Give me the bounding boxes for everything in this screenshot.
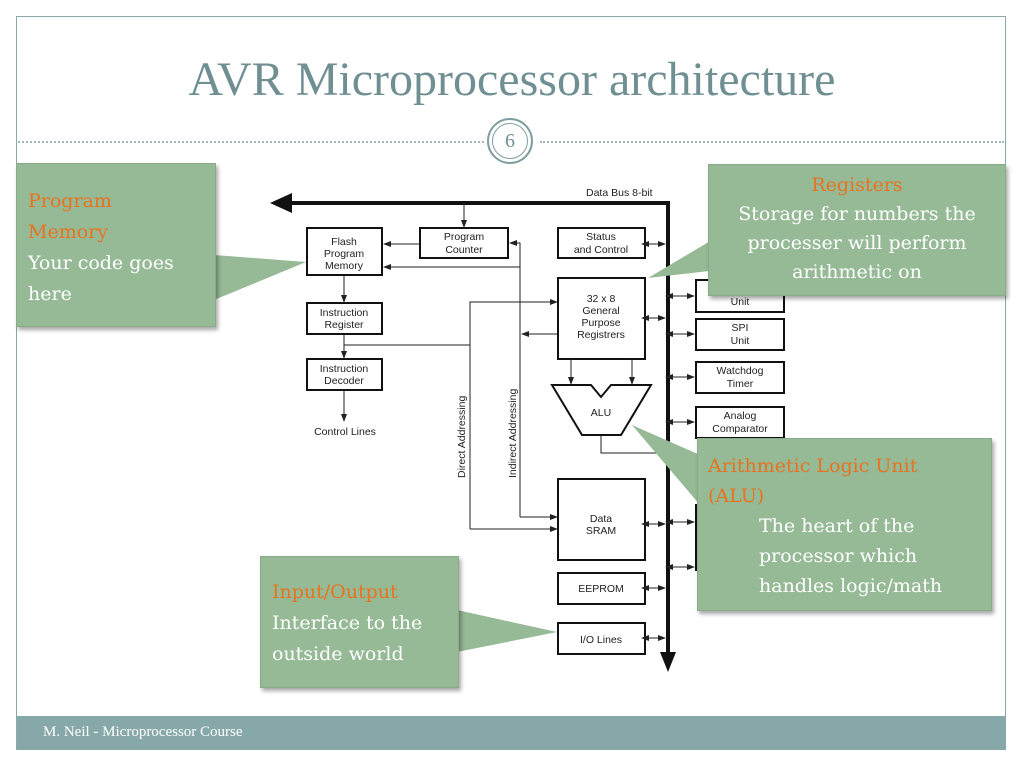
eeprom-block: EEPROM (557, 572, 646, 605)
callout-body: here (28, 283, 72, 305)
svg-text:Instruction: Instruction (320, 307, 369, 319)
svg-text:Data: Data (590, 513, 612, 525)
footer-bar: M. Neil - Microprocessor Course (17, 716, 1005, 750)
footer-text: M. Neil - Microprocessor Course (43, 724, 243, 740)
callout-body: Your code goes (28, 252, 174, 274)
svg-text:Register: Register (324, 319, 364, 331)
svg-text:SRAM: SRAM (586, 525, 616, 537)
connections (341, 203, 695, 641)
svg-text:Program: Program (444, 231, 485, 243)
callout-title: (ALU) (708, 485, 765, 507)
svg-text:Flash: Flash (331, 236, 357, 248)
bus-label: Data Bus 8-bit (586, 187, 653, 199)
direct-addressing-label: Direct Addressing (456, 396, 468, 478)
page-number: 6 (492, 123, 528, 159)
bus-arrow-left-icon (270, 193, 292, 213)
svg-text:EEPROM: EEPROM (578, 583, 624, 595)
alu-block: ALU (550, 384, 653, 436)
callout-body: Interface to the (272, 612, 423, 634)
instruction-register-block: Instruction Register (306, 302, 383, 335)
title-divider-left (18, 141, 484, 143)
svg-text:Timer: Timer (727, 378, 754, 390)
svg-text:SPI: SPI (732, 322, 749, 334)
alu-callout-pointer (632, 425, 700, 505)
svg-text:General: General (582, 305, 619, 317)
svg-text:Analog: Analog (724, 410, 757, 422)
svg-text:Decoder: Decoder (324, 375, 364, 387)
svg-text:Instruction: Instruction (320, 363, 369, 375)
callout-title: Program (28, 190, 112, 212)
flash-program-memory-block: Flash Program Memory (306, 227, 383, 276)
watchdog-timer-block: Watchdog Timer (695, 361, 785, 394)
analog-comparator-block: Analog Comparator (695, 406, 785, 439)
callout-body: arithmetic on (792, 261, 922, 283)
spi-unit-block: SPI Unit (695, 318, 785, 351)
control-lines-label: Control Lines (314, 426, 376, 438)
svg-text:32 x 8: 32 x 8 (587, 293, 616, 305)
alu-callout: Arithmetic Logic Unit (ALU) The heart of… (697, 438, 992, 611)
callout-body: processer will perform (747, 232, 967, 254)
callout-body: outside world (272, 643, 404, 665)
svg-text:I/O Lines: I/O Lines (580, 634, 622, 646)
io-callout: Input/Output Interface to the outside wo… (260, 556, 459, 688)
callout-title: Registers (811, 174, 903, 196)
svg-text:Registrers: Registrers (577, 329, 625, 341)
io-callout-pointer (457, 610, 557, 652)
data-sram-block: Data SRAM (557, 478, 646, 561)
svg-text:Comparator: Comparator (712, 423, 768, 435)
data-bus: Data Bus 8-bit (270, 187, 676, 672)
callout-title: Input/Output (272, 581, 398, 603)
callout-title: Arithmetic Logic Unit (708, 455, 918, 477)
svg-text:Status: Status (586, 231, 616, 243)
general-purpose-registers-block: 32 x 8 General Purpose Registrers (557, 277, 646, 360)
status-control-block: Status and Control (557, 227, 646, 259)
program-memory-callout-pointer (214, 255, 306, 300)
callout-body: The heart of the (759, 515, 915, 537)
instruction-decoder-block: Instruction Decoder (306, 358, 383, 391)
svg-text:ALU: ALU (591, 407, 611, 419)
program-counter-block: Program Counter (419, 227, 509, 259)
title-divider-right (540, 141, 1004, 143)
callout-body: Storage for numbers the (738, 203, 976, 225)
callout-body: handles logic/math (759, 575, 943, 597)
svg-text:Memory: Memory (325, 260, 364, 272)
svg-text:Program: Program (324, 248, 365, 260)
registers-callout: Registers Storage for numbers the proces… (708, 164, 1006, 296)
svg-text:Watchdog: Watchdog (717, 365, 764, 377)
callout-title: Memory (28, 221, 108, 243)
svg-text:Unit: Unit (731, 335, 750, 347)
svg-text:Unit: Unit (731, 296, 750, 308)
callout-body: processor which (759, 545, 918, 567)
svg-text:and Control: and Control (574, 244, 628, 256)
io-lines-block: I/O Lines (557, 622, 646, 655)
indirect-addressing-label: Indirect Addressing (507, 389, 519, 478)
page-number-badge: 6 (487, 118, 533, 164)
slide-title: AVR Microprocessor architecture (188, 53, 836, 106)
svg-text:Counter: Counter (445, 244, 483, 256)
svg-text:Purpose: Purpose (581, 317, 620, 329)
program-memory-callout: Program Memory Your code goes here (16, 163, 216, 327)
bus-arrow-down-icon (660, 652, 676, 672)
